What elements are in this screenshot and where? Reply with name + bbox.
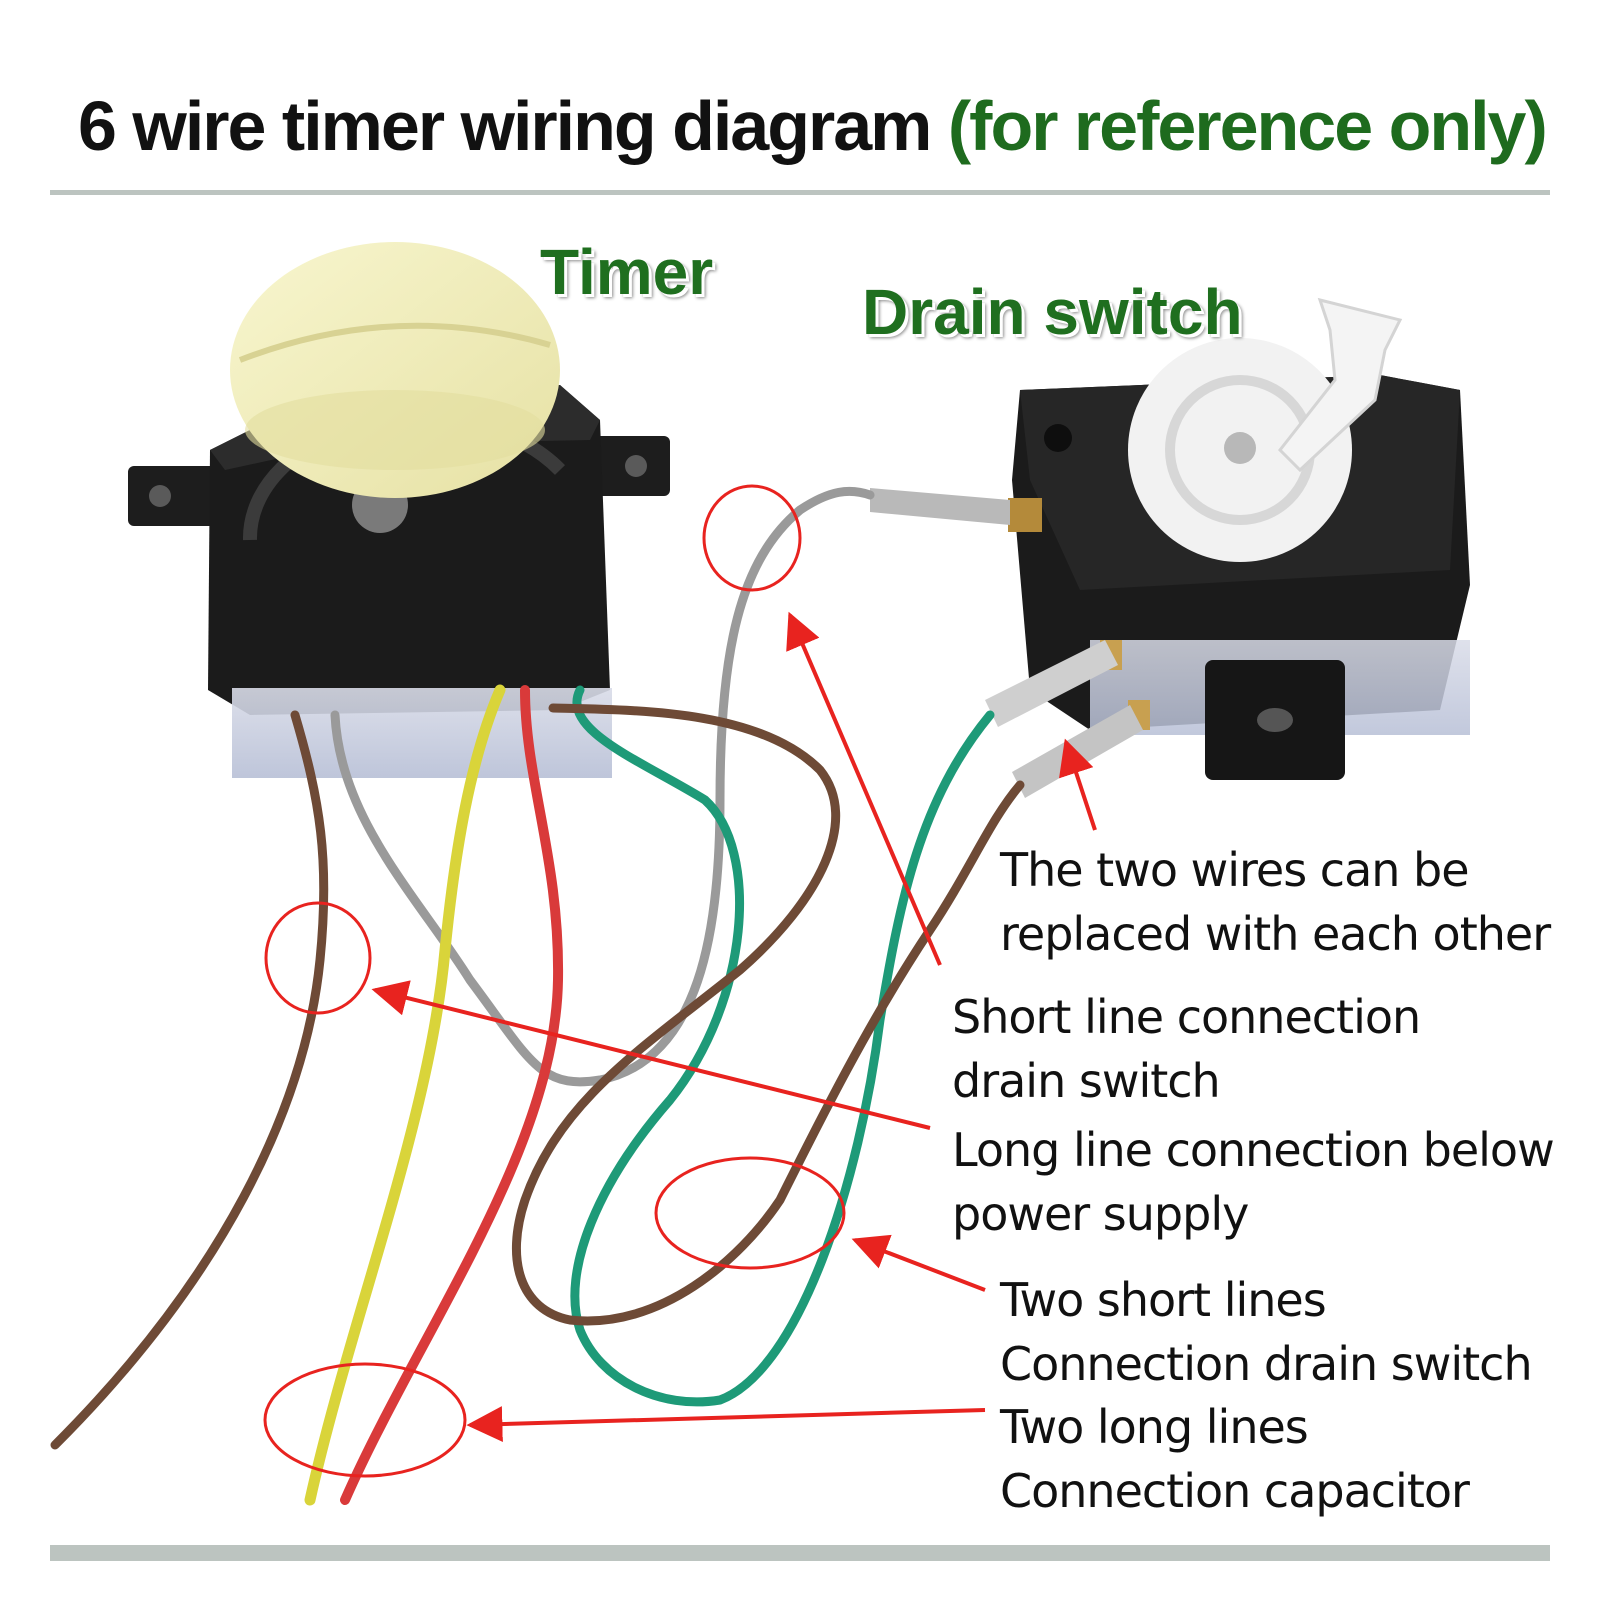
timer-mount-hole-left: [149, 485, 171, 507]
note-long-line-line1: Long line connection below: [952, 1123, 1555, 1177]
short-lines-highlight: [654, 1156, 846, 1270]
note-two-long: Two long lines Connection capacitor: [1000, 1395, 1470, 1523]
timer-label: Timer: [540, 236, 714, 308]
note-interchangeable-line2: replaced with each other: [1000, 907, 1551, 961]
gray-wire-connector: [870, 488, 1010, 525]
drain-switch-lever: [1277, 297, 1403, 473]
timer-clear-base: [232, 688, 612, 778]
arrow-two-long: [466, 1406, 986, 1443]
timer-mount-ear-left: [128, 466, 218, 526]
timer-mount-hole-right: [625, 455, 647, 477]
note-two-long-line2: Connection capacitor: [1000, 1464, 1470, 1518]
note-two-short-line2: Connection drain switch: [1000, 1337, 1533, 1391]
note-long-line: Long line connection below power supply: [952, 1118, 1555, 1246]
red-long-wire: [340, 685, 564, 1505]
drain-switch-mount-slot: [1257, 708, 1293, 732]
title-sub: (for reference only): [947, 87, 1548, 165]
note-two-short-line1: Two short lines: [1000, 1273, 1327, 1327]
drain-switch-label: Drain switch: [862, 276, 1243, 348]
arrow-long-line: [371, 980, 931, 1130]
brown-long-wire: [50, 710, 329, 1450]
page-title: 6 wire timer wiring diagram (for referen…: [78, 86, 1548, 166]
note-long-line-line2: power supply: [952, 1187, 1249, 1241]
drain-switch-peg-left: [1044, 424, 1072, 452]
title-main: 6 wire timer wiring diagram: [78, 87, 932, 165]
long-lines-highlight: [263, 1362, 467, 1478]
arrow-two-short: [851, 1234, 986, 1292]
gray-wire-highlight: [702, 484, 802, 592]
note-two-short: Two short lines Connection drain switch: [1000, 1268, 1533, 1396]
green-wire-connector: [985, 640, 1118, 727]
bottom-divider: [50, 1545, 1550, 1561]
arrow-short-line: [786, 611, 942, 966]
drain-switch-screw: [1224, 432, 1256, 464]
top-divider: [50, 190, 1550, 195]
brown-wire-highlight: [264, 901, 372, 1015]
note-short-line-line1: Short line connection: [952, 990, 1421, 1044]
timer-knob: [230, 242, 560, 498]
note-two-long-line1: Two long lines: [1000, 1400, 1309, 1454]
note-interchangeable: The two wires can be replaced with each …: [1000, 838, 1551, 966]
note-short-line-line2: drain switch: [952, 1054, 1221, 1108]
drain-switch-terminal-top: [1008, 498, 1042, 532]
annotation-circles: [263, 484, 846, 1478]
timer-unit: [128, 242, 670, 778]
drain-switch-unit: [1008, 297, 1470, 780]
note-interchangeable-line1: The two wires can be: [1000, 843, 1470, 897]
timer-wires: [50, 486, 1025, 1506]
arrow-interchangeable: [1059, 738, 1097, 831]
brown-short-wire: [511, 703, 1025, 1326]
annotation-arrows: [371, 611, 1097, 1443]
note-short-line: Short line connection drain switch: [952, 985, 1421, 1113]
